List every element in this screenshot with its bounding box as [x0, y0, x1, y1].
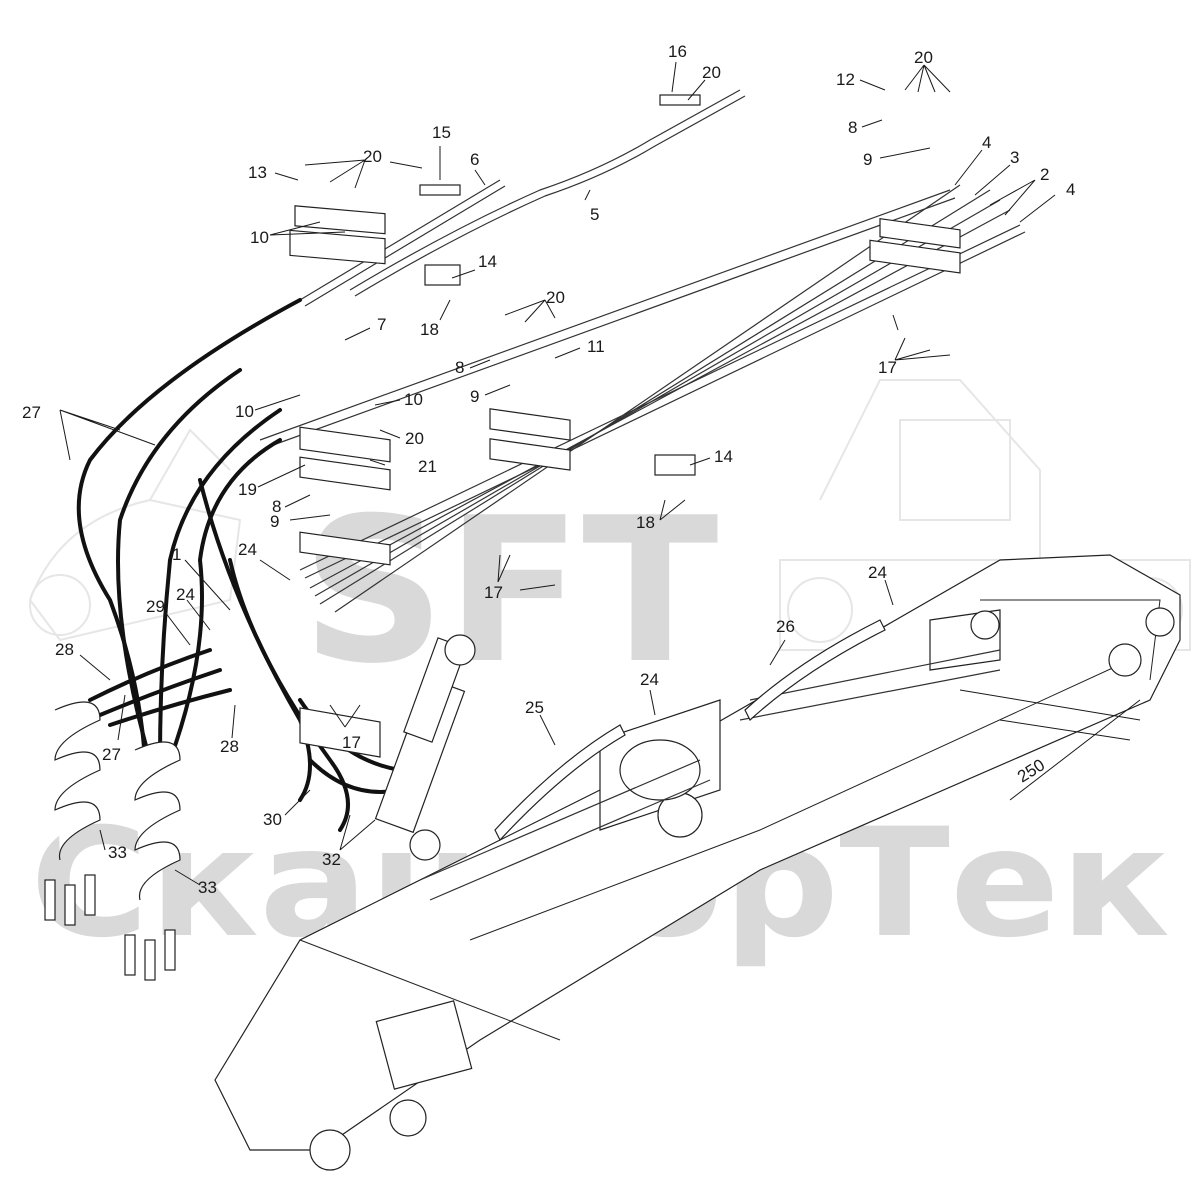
callout-4: 4	[982, 133, 991, 152]
callout-19: 19	[238, 480, 257, 499]
callout-17: 17	[484, 583, 503, 602]
callout-16: 16	[668, 42, 687, 61]
callout-14: 14	[478, 252, 497, 271]
callout-14: 14	[714, 447, 733, 466]
callout-17: 17	[342, 733, 361, 752]
leader-lines	[59, 61, 1056, 886]
callout-9: 9	[863, 150, 872, 169]
callout-20: 20	[702, 63, 721, 82]
callout-33: 33	[198, 878, 217, 897]
callout-4: 4	[1066, 180, 1075, 199]
cylinder	[374, 634, 476, 861]
callout-18: 18	[420, 320, 439, 339]
callout-12: 12	[836, 70, 855, 89]
callout-20: 20	[914, 48, 933, 67]
callout-15: 15	[432, 123, 451, 142]
callout-27: 27	[102, 745, 121, 764]
callout-24: 24	[868, 563, 887, 582]
callout-20: 20	[363, 147, 382, 166]
callout-18: 18	[636, 513, 655, 532]
watermark-excavator-left	[28, 428, 242, 642]
callout-3: 3	[1010, 148, 1019, 167]
callout-20: 20	[405, 429, 424, 448]
callout-6: 6	[470, 150, 479, 169]
callout-8: 8	[455, 358, 464, 377]
hose-assemblies	[494, 619, 886, 842]
callout-24: 24	[238, 540, 257, 559]
callout-30: 30	[263, 810, 282, 829]
callout-20: 20	[546, 288, 565, 307]
callout-28: 28	[55, 640, 74, 659]
callout-27: 27	[22, 403, 41, 422]
callout-17: 17	[878, 358, 897, 377]
callout-21: 21	[418, 457, 437, 476]
callout-7: 7	[377, 315, 386, 334]
callout-9: 9	[270, 512, 279, 531]
callouts: 1 2 3 4 4 5 6 7 8 8 8 9 9 9 10 10 10 11 …	[22, 42, 1075, 897]
watermark-logo: SFT	[301, 475, 718, 708]
clamps	[289, 94, 961, 758]
callout-2: 2	[1040, 165, 1049, 184]
callout-33: 33	[108, 843, 127, 862]
callout-28: 28	[220, 737, 239, 756]
callout-32: 32	[322, 850, 341, 869]
callout-8: 8	[848, 118, 857, 137]
callout-11: 11	[587, 337, 605, 356]
callout-10: 10	[404, 390, 423, 409]
callout-9: 9	[470, 387, 479, 406]
callout-25: 25	[525, 698, 544, 717]
pipe-bundle	[259, 89, 1026, 901]
callout-29: 29	[146, 597, 165, 616]
callout-24: 24	[176, 585, 195, 604]
callout-10: 10	[235, 402, 254, 421]
callout-24: 24	[640, 670, 659, 689]
hose-coils	[44, 701, 181, 981]
callout-5: 5	[590, 205, 599, 224]
callout-10: 10	[250, 228, 269, 247]
callout-13: 13	[248, 163, 267, 182]
dimension-label: 250	[1014, 755, 1048, 786]
callout-26: 26	[776, 617, 795, 636]
callout-8: 8	[272, 497, 281, 516]
boom-arm	[214, 554, 1181, 1171]
callout-1: 1	[172, 545, 181, 564]
